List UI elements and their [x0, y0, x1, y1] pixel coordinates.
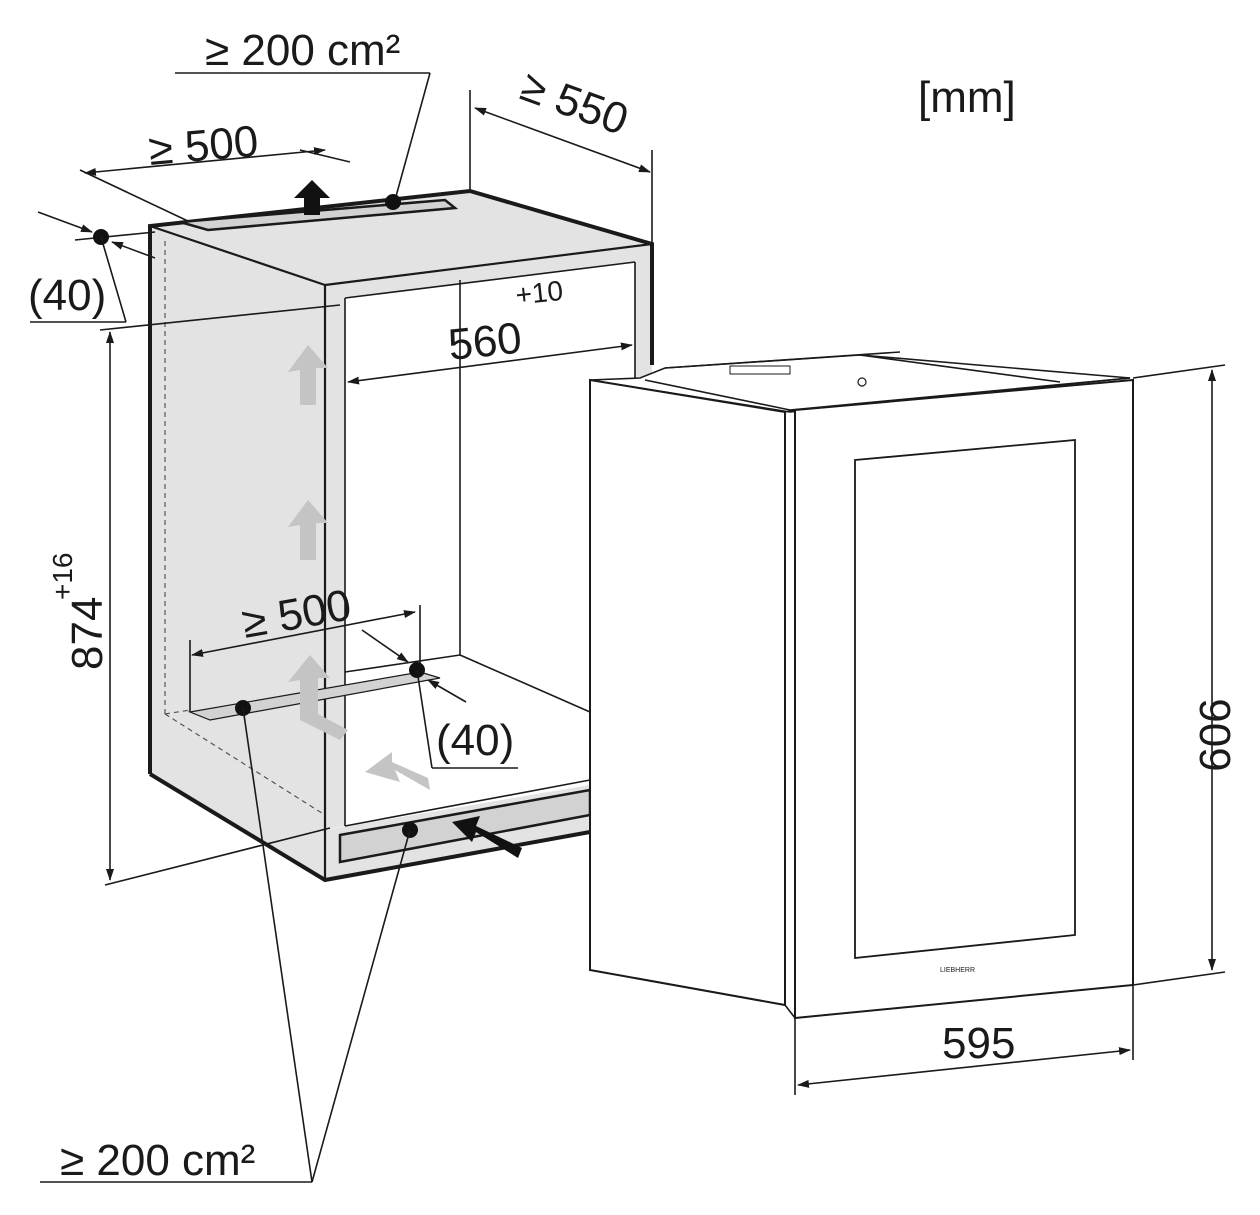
wine-cooler-appliance: LIEBHERR: [589, 351, 1134, 1020]
appliance-width-label: 595: [942, 1019, 1015, 1068]
niche-height-tolerance: +16: [47, 553, 78, 601]
niche-front-frame-left: [325, 285, 345, 830]
niche-depth-label: ≥ 550: [515, 61, 635, 145]
top-vent-area-label: ≥ 200 cm²: [205, 26, 400, 75]
airflow-intake-arrow: [365, 752, 430, 790]
niche-left-panel: [150, 226, 325, 880]
bottom-vent-depth-label: (40): [436, 716, 514, 765]
appliance-height-label: 909: [1190, 698, 1239, 771]
airflow-up-arrow-1: [288, 345, 328, 405]
top-vent-depth-label: (40): [28, 271, 106, 320]
airflow-arrows: [288, 345, 430, 790]
niche-width-tolerance: +10: [514, 275, 564, 311]
bottom-vent-area-label: ≥ 200 cm²: [60, 1136, 255, 1185]
airflow-curve-arrow: [288, 655, 348, 740]
niche-width-label: 560 +10: [446, 275, 565, 370]
door-logo: LIEBHERR: [940, 967, 975, 974]
niche-height-value: 874: [63, 597, 112, 670]
intake-black-arrow: [452, 816, 522, 858]
airflow-up-arrow-2: [288, 500, 328, 560]
door-glass: [854, 439, 1076, 959]
appliance-side: [589, 378, 786, 1007]
niche-outline: [148, 188, 654, 774]
niche-cabinet: [148, 188, 654, 883]
dimension-lines: [30, 72, 1226, 1183]
exhaust-up-arrow: [294, 180, 330, 215]
top-vent-width-label: ≥ 500: [147, 117, 261, 175]
niche-front-frame-top: [325, 244, 652, 298]
unit-label: [mm]: [918, 73, 1016, 122]
niche-width-value: 560: [446, 314, 524, 370]
niche-height-label: 874 +16: [47, 553, 112, 671]
